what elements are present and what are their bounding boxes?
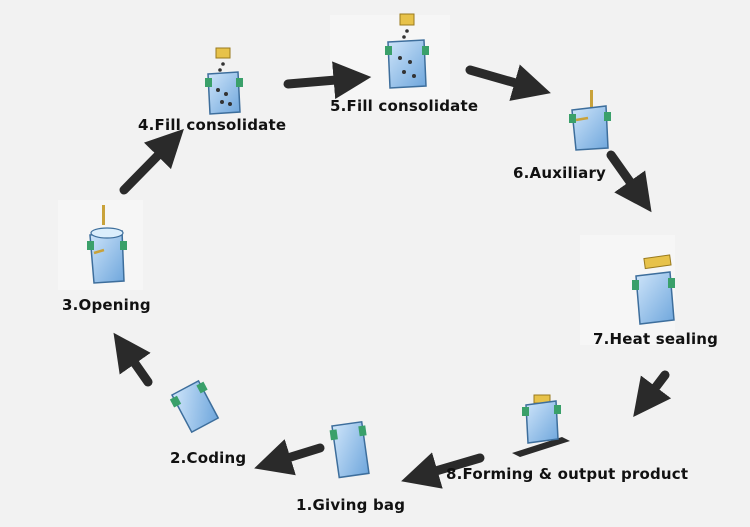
step-label-heat-sealing: 7.Heat sealing xyxy=(593,330,719,348)
step-label-opening: 3.Opening xyxy=(62,296,151,314)
heat-sealing-bag-icon xyxy=(632,254,675,325)
arrow-4-to-5 xyxy=(283,61,372,100)
step-label-fill-consolidate-4: 4.Fill consolidate xyxy=(138,116,287,134)
step-label-auxiliary: 6.Auxiliary xyxy=(513,164,607,182)
blue-bag-icon xyxy=(329,420,370,479)
step-label-giving-bag: 1.Giving bag xyxy=(296,496,406,514)
step-label-coding: 2.Coding xyxy=(170,449,247,467)
step-label-forming-output: 8.Forming & output product xyxy=(446,465,689,483)
open-bag-icon xyxy=(87,205,127,284)
arrow-3-to-4 xyxy=(119,128,184,195)
conveyor-output-icon xyxy=(512,394,570,457)
arrow-1-to-2 xyxy=(254,439,325,476)
filling-bag-icon xyxy=(205,47,243,115)
arrow-5-to-6 xyxy=(465,64,551,101)
arrow-7-to-8 xyxy=(633,370,672,418)
step-label-fill-consolidate-5: 5.Fill consolidate xyxy=(330,97,479,115)
blue-bag-coding-icon xyxy=(169,379,220,434)
arrow-6-to-7 xyxy=(606,150,652,213)
auxiliary-bag-icon xyxy=(569,90,611,151)
arrow-8-to-1 xyxy=(401,452,485,489)
filling-bag-icon xyxy=(385,13,429,89)
arrow-2-to-3 xyxy=(113,332,153,387)
